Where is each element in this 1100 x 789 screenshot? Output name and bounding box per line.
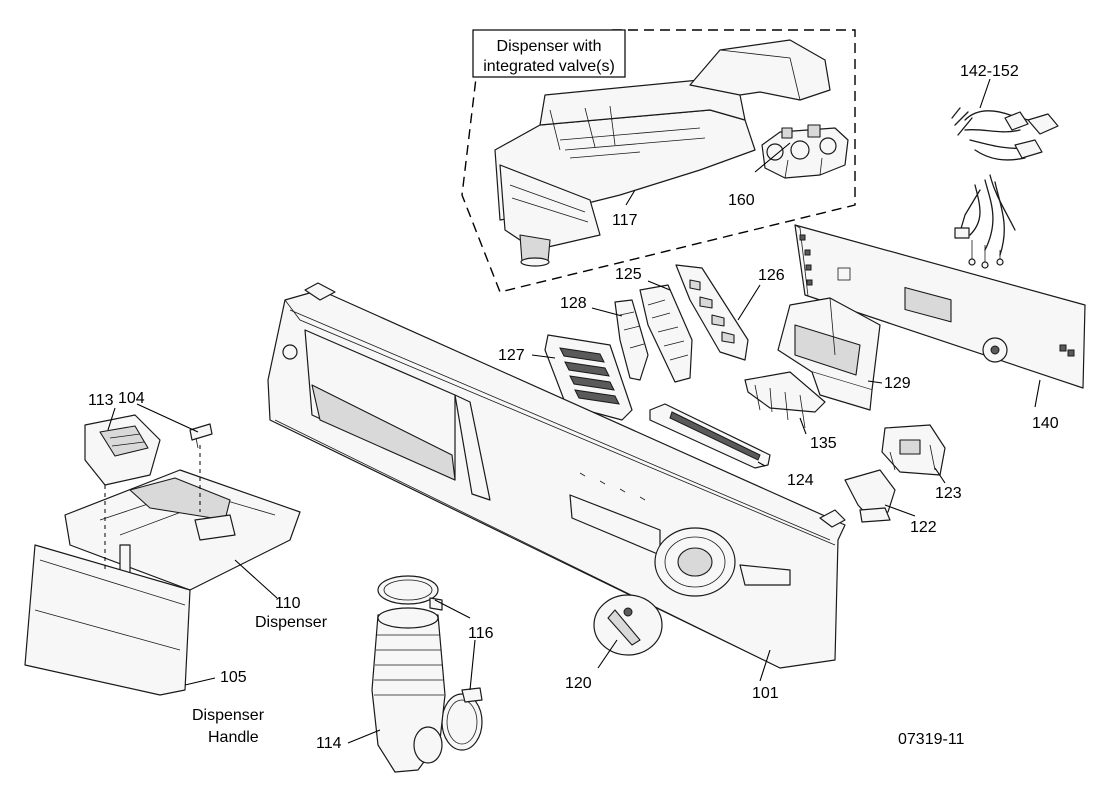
label-140: 140 — [1032, 415, 1059, 432]
label-105: 105 — [220, 669, 247, 686]
label-127: 127 — [498, 347, 525, 364]
callout-line-2: integrated valve(s) — [483, 58, 615, 75]
label-110-name: Dispenser — [255, 614, 328, 631]
part-105-dispenser-handle — [24, 544, 191, 696]
callout-line-1: Dispenser with — [497, 38, 602, 55]
part-142-152-wire-harness — [951, 107, 1059, 269]
figure-id: 07319-11 — [898, 731, 965, 748]
callout-box — [472, 29, 626, 78]
label-160: 160 — [728, 192, 755, 209]
part-120-knob — [593, 594, 663, 656]
part-113-softener-cup — [84, 414, 161, 486]
part-127-button-strip — [544, 334, 633, 421]
part-124-light-pipe — [649, 403, 771, 469]
label-125: 125 — [615, 266, 642, 283]
label-126: 126 — [758, 267, 785, 284]
part-126-button-holder — [675, 264, 749, 361]
part-101-console-panel — [267, 282, 846, 669]
label-101: 101 — [752, 685, 779, 702]
dispenser-valve-region: Dispenser with integrated valve(s) — [461, 29, 856, 293]
label-104: 104 — [118, 390, 145, 407]
part-128-spring-holder — [614, 299, 649, 381]
label-113: 113 — [88, 392, 114, 409]
label-105-name-1: Dispenser — [192, 707, 265, 724]
part-104-siphon-cap — [189, 423, 213, 449]
part-123-switch — [881, 424, 946, 476]
label-129: 129 — [884, 375, 911, 392]
part-114-hose — [371, 607, 446, 773]
label-105-name-2: Handle — [208, 729, 259, 746]
label-120: 120 — [565, 675, 592, 692]
part-116-hose-clamps — [377, 575, 483, 751]
label-135: 135 — [810, 435, 837, 452]
label-114: 114 — [316, 735, 342, 752]
label-110: 110 — [275, 595, 301, 612]
part-129-display-housing — [777, 297, 881, 411]
label-116: 116 — [468, 625, 494, 642]
label-142-152: 142-152 — [960, 63, 1019, 80]
part-135-bracket — [744, 371, 826, 429]
part-117-dispenser-housing — [494, 39, 831, 267]
part-140-control-board — [794, 224, 1086, 389]
part-110-dispenser-drawer — [64, 469, 301, 591]
label-123: 123 — [935, 485, 962, 502]
label-128: 128 — [560, 295, 587, 312]
label-117: 117 — [612, 212, 638, 229]
part-160-water-valve — [761, 124, 849, 179]
label-122: 122 — [910, 519, 937, 536]
part-125-button-holder — [639, 284, 693, 383]
part-122-latch — [844, 469, 896, 523]
part-labels: 117 160 142-152 125 126 128 127 129 140 … — [88, 63, 1059, 752]
leader-lines — [107, 78, 1041, 744]
label-124: 124 — [787, 472, 814, 489]
